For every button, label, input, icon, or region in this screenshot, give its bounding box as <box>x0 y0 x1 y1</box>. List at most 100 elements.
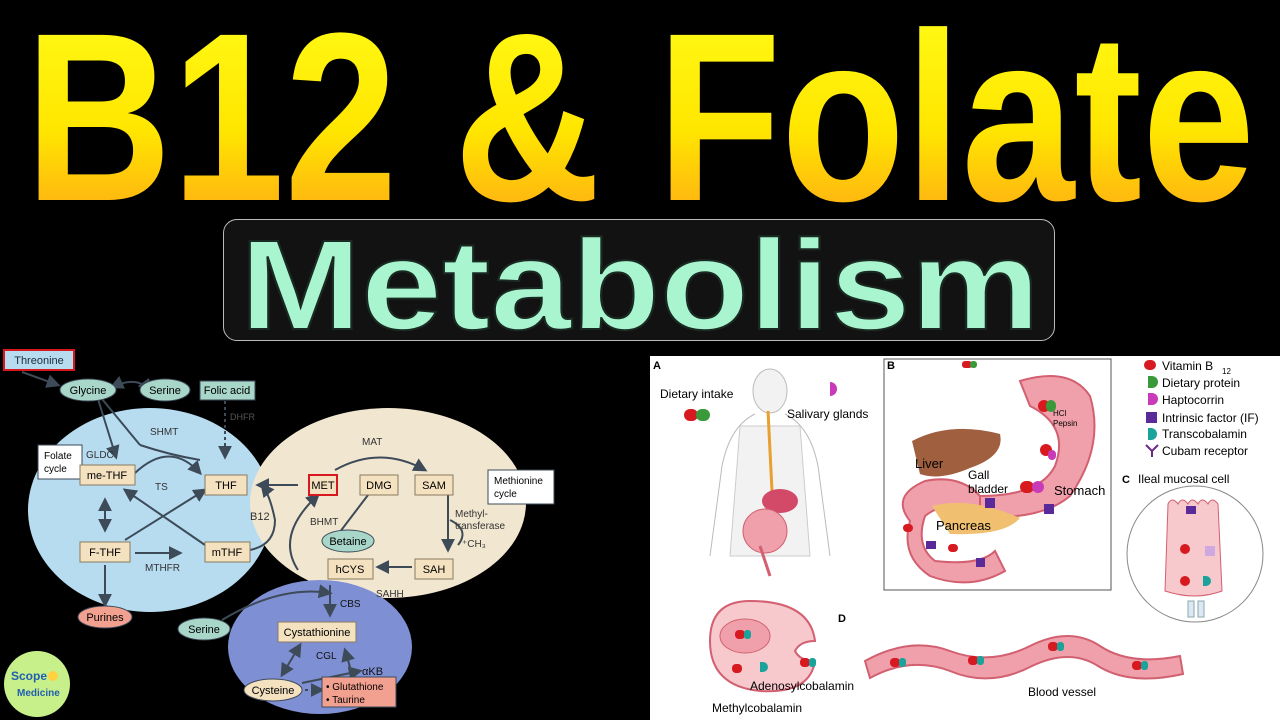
sam-label: SAM <box>422 480 446 492</box>
absorption-diagram: A B C D Dietary intake Salivary glands L… <box>650 356 1280 720</box>
dhfr-label: DHFR <box>230 412 255 422</box>
folate-cycle-label-1: Folate <box>44 451 72 462</box>
serine-top-label: Serine <box>149 385 181 397</box>
title-line1: B12 & Folate <box>25 0 1255 230</box>
subtitle: Metabolism <box>239 225 1041 340</box>
purines-label: Purines <box>86 612 124 624</box>
ileal-cell-label: Ileal mucosal cell <box>1138 472 1229 486</box>
liver-shape <box>912 428 1001 477</box>
methionine-cycle-label-2: cycle <box>494 489 517 500</box>
serine-top-node <box>139 378 191 402</box>
legend-haptocorrin-label: Haptocorrin <box>1162 393 1224 407</box>
legend-cubam-icon <box>1145 444 1159 457</box>
legend-vitamin-b12-sub: 12 <box>1222 367 1231 376</box>
panel-b-box <box>883 358 1112 591</box>
bulb-icon <box>48 671 58 681</box>
legend-intrinsic-factor-icon <box>1146 412 1157 423</box>
blood-vessel-label: Blood vessel <box>1028 685 1096 699</box>
panel-c-label: C <box>1122 474 1130 486</box>
pepsin-label: Pepsin <box>1053 419 1077 428</box>
subtitle-text: Metabolism <box>240 225 1040 340</box>
folate-cycle-label-2: cycle <box>44 464 67 475</box>
met-label: MET <box>311 480 335 492</box>
ileal-molecules <box>1180 506 1215 618</box>
legend-haptocorrin-icon <box>1148 393 1158 405</box>
methionine-cycle-ellipse <box>250 408 526 598</box>
ts-label: TS <box>155 482 168 493</box>
cystathionine-label: Cystathionine <box>284 627 351 639</box>
glycine-label: Glycine <box>70 385 107 397</box>
ileal-cell-shape <box>1164 499 1223 597</box>
sah-box <box>414 558 454 580</box>
glutathione-box <box>321 676 397 708</box>
glutathione-label: • Glutathione <box>326 682 384 693</box>
methyltransferase-label-1: Methyl- <box>455 509 488 520</box>
pancreas-shape <box>932 502 1020 535</box>
me-thf-label: me-THF <box>87 470 128 482</box>
cell-molecules <box>732 630 816 673</box>
adenosylcobalamin-label: Adenosylcobalamin <box>750 679 854 693</box>
panel-b-label: B <box>887 360 895 372</box>
betaine-label: Betaine <box>329 536 366 548</box>
cysteine-label: Cysteine <box>252 685 295 697</box>
shmt-label: SHMT <box>150 427 178 438</box>
serine-bottom-label: Serine <box>188 624 220 636</box>
f-thf-label: F-THF <box>89 547 121 559</box>
legend-cubam-label: Cubam receptor <box>1162 444 1248 458</box>
methylcobalamin-label: Methylcobalamin <box>712 701 802 715</box>
taurine-label: • Taurine <box>326 695 365 706</box>
dmg-label: DMG <box>366 480 392 492</box>
ch3-label: ⁺CH₃ <box>462 539 486 550</box>
stomach-label: Stomach <box>1054 483 1105 498</box>
pathway-diagram: Threonine Glycine Serine Folic acid DHFR… <box>3 349 555 714</box>
panel-b-molecules <box>903 361 1056 567</box>
methionine-cycle-label-1: Methionine <box>494 476 543 487</box>
met-box <box>308 474 338 496</box>
legend: Vitamin B 12 Dietary protein Haptocorrin… <box>1144 359 1259 458</box>
legend-vitamin-b12-label: Vitamin B <box>1162 359 1213 373</box>
purines-node <box>77 605 133 629</box>
gall-label-2: bladder <box>968 482 1008 496</box>
mthf-box <box>204 541 251 563</box>
cysteine-node <box>243 678 303 702</box>
human-figure <box>709 368 831 577</box>
folate-cycle-box <box>37 444 83 480</box>
legend-transcobalamin-icon <box>1148 428 1157 440</box>
cbs-label: CBS <box>340 599 361 610</box>
serine-bottom-node <box>177 617 231 641</box>
cystathionine-box <box>277 621 357 643</box>
bhmt-label: BHMT <box>310 517 338 528</box>
f-thf-box <box>79 541 131 563</box>
stomach-shape <box>979 375 1096 518</box>
sam-box <box>414 474 454 496</box>
legend-dietary-protein-icon <box>1148 376 1158 388</box>
logo-line2: Medicine <box>17 688 60 699</box>
gall-label-1: Gall <box>968 468 989 482</box>
panel-a-label: A <box>653 360 661 372</box>
thf-box <box>204 474 248 496</box>
hcys-box <box>327 558 374 580</box>
thf-label: THF <box>215 480 237 492</box>
salivary-haptocorrin-icon <box>830 382 837 396</box>
title-text: B12 & Folate <box>25 0 1255 230</box>
scope-medicine-logo: Scope Medicine <box>4 651 70 717</box>
hcl-label: HCl <box>1053 409 1067 418</box>
panel-d-label: D <box>838 613 846 625</box>
liver-label: Liver <box>915 456 944 471</box>
gldc-label: GLDC <box>86 450 114 461</box>
dmg-box <box>359 474 399 496</box>
logo-line1: Scope <box>11 669 47 683</box>
folate-cycle-ellipse <box>28 408 272 612</box>
cgl-label: CGL <box>316 651 337 662</box>
mat-label: MAT <box>362 437 382 448</box>
pancreas-label: Pancreas <box>936 518 991 533</box>
legend-dietary-protein-label: Dietary protein <box>1162 376 1240 390</box>
folic-acid-label: Folic acid <box>204 385 250 397</box>
subtitle-box <box>223 219 1055 341</box>
betaine-node <box>321 529 375 553</box>
threonine-label: Threonine <box>14 355 64 367</box>
dietary-intake-label: Dietary intake <box>660 387 734 401</box>
akb-label: αKB <box>362 666 383 678</box>
legend-intrinsic-factor-label: Intrinsic factor (IF) <box>1162 411 1259 425</box>
threonine-box <box>3 349 75 371</box>
